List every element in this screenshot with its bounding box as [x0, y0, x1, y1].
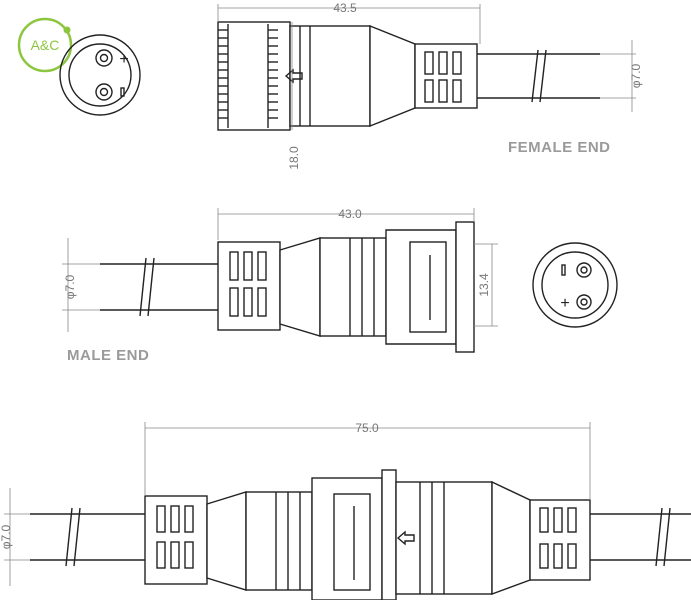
male-length-dim: 43.0 [338, 207, 362, 221]
assembled-dimensions: 75.0 φ7.0 [0, 421, 591, 586]
logo-text: A&C [31, 37, 60, 53]
male-dimensions: 43.0 13.4 φ7.0 [62, 207, 498, 332]
female-length-dim: 43.5 [333, 1, 357, 15]
thread-lines [218, 24, 278, 128]
female-face-view: + [59, 34, 141, 116]
female-plus-symbol: + [119, 51, 128, 68]
female-end-label: FEMALE END [508, 139, 611, 156]
male-connector [100, 221, 475, 353]
assembled-connector [30, 469, 691, 600]
arrow-icon [396, 530, 415, 546]
male-plus-symbol: + [560, 295, 569, 312]
female-connector [217, 21, 600, 131]
male-end-label: MALE END [67, 347, 149, 364]
male-flange-dim: 13.4 [477, 273, 491, 297]
total-length-dim: 75.0 [355, 421, 379, 435]
total-cable-dia-dim: φ7.0 [0, 524, 13, 549]
female-dimensions: 43.5 18.0 φ7.0 [217, 1, 643, 170]
male-face-view: + [532, 242, 618, 328]
arrow-icon [284, 68, 303, 84]
female-height-dim: 18.0 [287, 146, 301, 170]
female-cable-dia-dim: φ7.0 [629, 63, 643, 88]
logo-icon: A&C [17, 17, 73, 73]
male-cable-dia-dim: φ7.0 [63, 274, 77, 299]
